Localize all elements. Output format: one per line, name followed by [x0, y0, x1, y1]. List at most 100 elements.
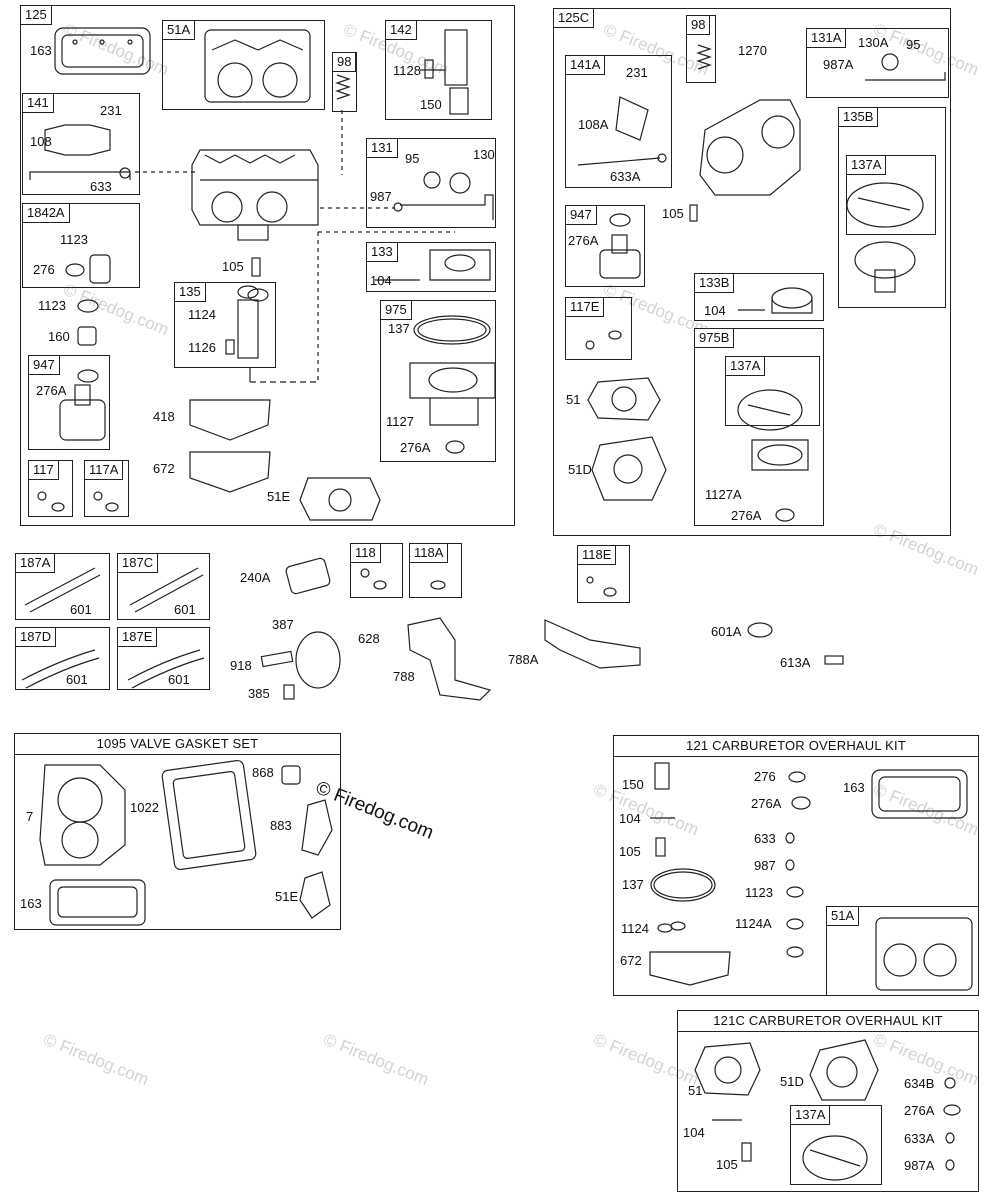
- part-104-label: 104: [370, 273, 392, 288]
- sub-1842A-label: 1842A: [23, 204, 70, 223]
- float-133-drawing: [375, 249, 491, 281]
- part-108A-label: 108A: [578, 117, 609, 132]
- linkage-142-drawing: [420, 29, 469, 115]
- sub-947: 947: [28, 355, 110, 450]
- gasket-51D-drawing: [591, 436, 667, 501]
- sub-98: 98: [332, 52, 357, 112]
- part-1124-label: 1124: [188, 307, 216, 322]
- kit121-part-1123-label: 1123: [745, 885, 773, 900]
- part-105-label: 105: [222, 259, 244, 274]
- kit-1095-panel: 1095 VALVE GASKET SET: [14, 733, 341, 930]
- part-51E-label: 51E: [267, 489, 291, 504]
- kit121C-part-987A-label: 987A: [904, 1158, 935, 1173]
- gasket-51A-drawing: [204, 29, 311, 103]
- sub-51A: 51A: [162, 20, 325, 110]
- solenoid-947-drawing: [59, 369, 106, 441]
- head-gasket-7-drawing: [39, 764, 126, 866]
- sub-133: 133: [366, 242, 496, 292]
- screw-613A-drawing: [824, 655, 844, 665]
- part-601d-label: 601: [168, 672, 190, 687]
- hose-187A-drawing: [24, 567, 101, 613]
- kit121C-part-51-label: 51: [688, 1083, 703, 1098]
- kit121-part-987-label: 987: [754, 858, 776, 873]
- kit121C-part-51D-label: 51D: [780, 1074, 804, 1089]
- kit121C-sub-137A: 137A: [790, 1105, 882, 1185]
- bracket-788A-drawing: [544, 619, 641, 669]
- sub-141A: 141A: [565, 55, 672, 188]
- kit1095-part-163-label: 163: [20, 896, 42, 911]
- sub-975B: 975B: [694, 328, 824, 526]
- gasket-163-drawing: [54, 27, 151, 75]
- part-276A-d-label: 276A: [731, 508, 762, 523]
- sub-131-label: 131: [367, 139, 398, 158]
- kit121C-part-634B-label: 634B: [904, 1076, 935, 1091]
- sub-118E-label: 118E: [578, 546, 617, 565]
- part-160-label: 160: [48, 329, 70, 344]
- part-150-label: 150: [420, 97, 442, 112]
- part-95-label: 95: [405, 151, 420, 166]
- part-633A-label: 633A: [610, 169, 641, 184]
- sub-975B-label: 975B: [695, 329, 735, 348]
- kit-121-title: 121 CARBURETOR OVERHAUL KIT: [614, 736, 978, 757]
- sub-118E: 118E: [577, 545, 630, 603]
- sub-187A-label: 187A: [16, 554, 56, 573]
- sub-141A-label: 141A: [566, 56, 606, 75]
- kit121-part-276A-label: 276A: [751, 796, 782, 811]
- part-918-label: 918: [230, 658, 252, 673]
- panel-125: 125: [20, 5, 515, 526]
- sub-98b: 98: [686, 15, 716, 83]
- kit121C-part-105-label: 105: [716, 1157, 738, 1172]
- sub-117A-label: 117A: [85, 461, 124, 480]
- part-104b-label: 104: [704, 303, 726, 318]
- part-788-label: 788: [393, 669, 415, 684]
- kit121-part-276-label: 276: [754, 769, 776, 784]
- sub-137A-a: 137A: [846, 155, 936, 235]
- hose-187E-drawing: [127, 649, 205, 689]
- kit121-part-150-label: 150: [622, 777, 644, 792]
- part-987-label: 987: [370, 189, 392, 204]
- sub-117-label: 117: [29, 461, 59, 480]
- gasket-163b-drawing: [49, 879, 146, 926]
- part-105b-label: 105: [662, 206, 684, 221]
- sub-51A-label: 51A: [163, 21, 196, 40]
- sub-975-label: 975: [381, 301, 412, 320]
- spring-98-drawing: [335, 74, 351, 100]
- sub-135B-label: 135B: [839, 108, 879, 127]
- emulsion-tube-135-drawing: [225, 285, 269, 359]
- fuel-filter-240A-drawing: [285, 557, 331, 595]
- sub-98-label: 98: [333, 53, 357, 72]
- gasket-418-drawing: [189, 399, 271, 441]
- sub-1842A: 1842A: [22, 203, 140, 288]
- sub-117: 117: [28, 460, 73, 517]
- sub-131A: 131A: [806, 28, 949, 98]
- kit1095-part-883-label: 883: [270, 818, 292, 833]
- part-633-label: 633: [90, 179, 112, 194]
- sub-187E: 187E: [117, 627, 210, 690]
- gasket-51-drawing: [587, 377, 661, 421]
- seal-868-drawing: [281, 765, 301, 785]
- carburetor-125C-drawing: [699, 99, 801, 196]
- kit-121-panel: 121 CARBURETOR OVERHAUL KIT: [613, 735, 979, 996]
- part-51-label: 51: [566, 392, 581, 407]
- part-1123b-label: 1123: [38, 298, 66, 313]
- sub-947b-label: 947: [566, 206, 597, 225]
- part-240A-label: 240A: [240, 570, 271, 585]
- panel-125C: 125C: [553, 8, 951, 536]
- kit121C-part-104-label: 104: [683, 1125, 705, 1140]
- sub-98b-label: 98: [687, 16, 711, 35]
- part-601b-label: 601: [174, 602, 196, 617]
- part-276A-c-label: 276A: [568, 233, 599, 248]
- gasket-1022-drawing: [161, 759, 257, 871]
- sub-133B-label: 133B: [695, 274, 735, 293]
- kit121-part-1124-label: 1124: [621, 921, 649, 936]
- part-672-label: 672: [153, 461, 175, 476]
- part-418-label: 418: [153, 409, 175, 424]
- sub-131A-label: 131A: [807, 29, 847, 48]
- sub-117A: 117A: [84, 460, 129, 517]
- choke-141-drawing: [29, 124, 131, 180]
- sub-187D-label: 187D: [16, 628, 57, 647]
- part-1270-label: 1270: [738, 43, 767, 58]
- part-130-label: 130: [473, 147, 495, 162]
- gasket-883-drawing: [301, 799, 333, 856]
- kit1095-part-51E-label: 51E: [275, 889, 299, 904]
